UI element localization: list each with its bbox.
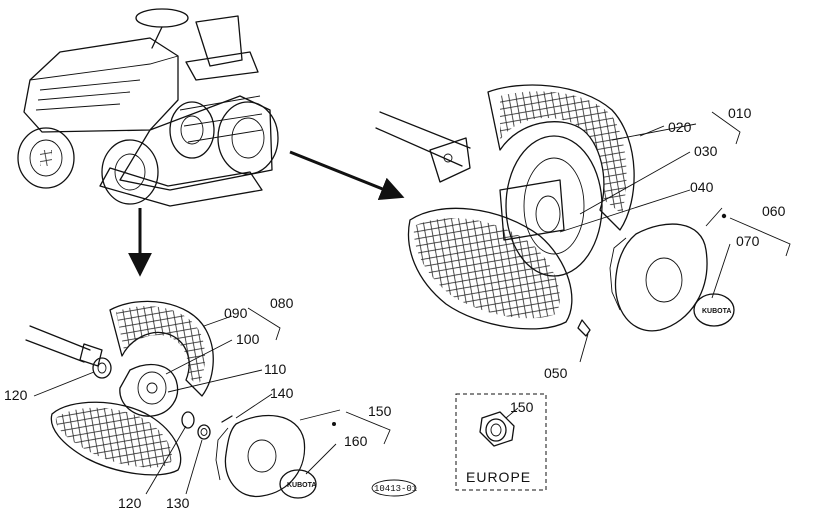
label-140: 140 (270, 385, 294, 401)
label-020: 020 (668, 119, 692, 135)
label-080: 080 (270, 295, 294, 311)
emblem-logo-left: KUBOTA (287, 482, 316, 489)
europe-inset (455, 393, 547, 491)
europe-caption: EUROPE (466, 469, 531, 485)
label-070: 070 (736, 233, 760, 249)
front-wheel-assembly: KUBOTA (25, 300, 336, 499)
label-120-top: 120 (4, 387, 28, 403)
label-150-europe: 150 (510, 399, 534, 415)
diagram-code: 10413-01 (371, 479, 417, 497)
pointer-arrows (128, 150, 405, 277)
label-090: 090 (224, 305, 248, 321)
leader-lines (33, 111, 791, 495)
rear-wheel-assembly: KUBOTA (375, 84, 735, 337)
label-050: 050 (544, 365, 568, 381)
label-120-bottom: 120 (118, 495, 142, 511)
label-130: 130 (166, 495, 190, 511)
label-010: 010 (728, 105, 752, 121)
diagram-code-text: 10413-01 (374, 484, 417, 494)
label-040: 040 (690, 179, 714, 195)
label-060: 060 (762, 203, 786, 219)
europe-inset-frame (455, 393, 547, 491)
emblem-logo-right: KUBOTA (702, 308, 731, 315)
label-160: 160 (344, 433, 368, 449)
label-030: 030 (694, 143, 718, 159)
lawn-tractor-illustration (17, 8, 279, 207)
part-labels: 010 020 030 040 060 070 050 080 090 100 … (4, 105, 786, 511)
label-100: 100 (236, 331, 260, 347)
label-150: 150 (368, 403, 392, 419)
label-110: 110 (264, 361, 287, 377)
